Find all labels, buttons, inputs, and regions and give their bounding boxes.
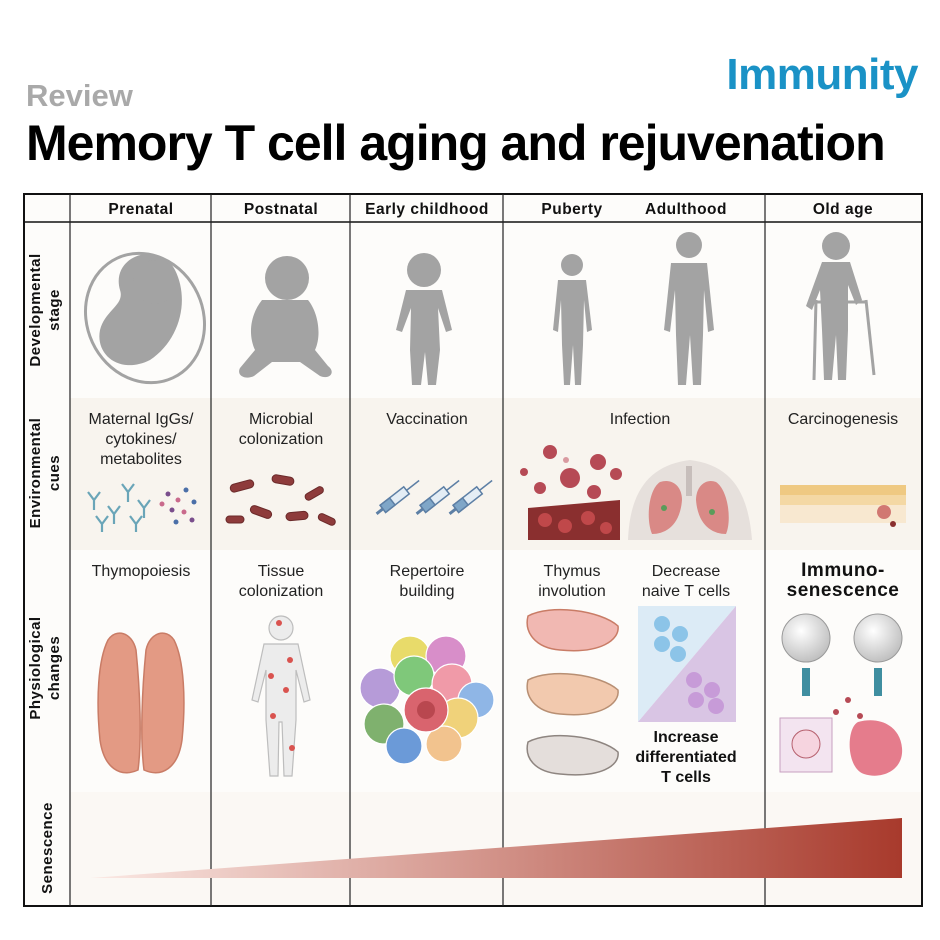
svg-text:Microbial: Microbial — [249, 411, 313, 428]
svg-text:differentiated: differentiated — [635, 749, 736, 766]
metabolite-dots — [159, 487, 197, 525]
header-postnatal: Postnatal — [244, 201, 318, 218]
virus-icons — [520, 445, 622, 499]
svg-text:building: building — [399, 583, 454, 600]
row-label-developmental: Developmental stage — [27, 253, 63, 366]
skin-tissue-icon — [780, 485, 906, 527]
header-adulthood: Adulthood — [645, 201, 727, 218]
svg-text:metabolites: metabolites — [100, 451, 182, 468]
svg-text:stage: stage — [46, 289, 63, 331]
page-title: Memory T cell aging and rejuvenation — [26, 115, 886, 171]
immunosenescence-cells — [779, 613, 903, 776]
senescence-ramp — [90, 818, 902, 878]
column-dividers — [69, 194, 766, 906]
svg-text:Tissue: Tissue — [258, 563, 305, 580]
cue-infection: Infection — [610, 411, 670, 428]
header-early-childhood: Early childhood — [365, 201, 489, 218]
row-label-environmental: Environmental cues — [27, 418, 63, 529]
tissue-dots — [268, 620, 295, 751]
svg-text:Immuno-: Immuno- — [801, 560, 885, 581]
journal-logo: Immunity — [726, 50, 918, 99]
cue-carcinogenesis: Carcinogenesis — [788, 411, 898, 428]
svg-text:Increase: Increase — [654, 729, 719, 746]
svg-text:Developmental: Developmental — [27, 253, 44, 366]
fetus-silhouette — [83, 251, 207, 385]
section-label: Review — [26, 78, 133, 113]
thymus-involution-icons — [526, 608, 619, 776]
svg-text:Thymus: Thymus — [544, 563, 601, 580]
svg-text:T cells: T cells — [661, 769, 711, 786]
change-immunosenescence: Immuno- senescence — [787, 560, 900, 601]
svg-text:cues: cues — [46, 455, 63, 491]
cue-maternal: Maternal IgGs/ cytokines/ metabolites — [89, 411, 194, 468]
svg-text:Environmental: Environmental — [27, 418, 44, 529]
change-tissue-colonization: Tissue colonization — [239, 563, 324, 600]
repertoire-cell-cluster — [359, 635, 495, 765]
header-old-age: Old age — [813, 201, 873, 218]
svg-text:involution: involution — [538, 583, 606, 600]
lungs-icon — [628, 460, 752, 540]
svg-text:naive T cells: naive T cells — [642, 583, 730, 600]
svg-text:Senescence: Senescence — [39, 802, 56, 894]
svg-text:cytokines/: cytokines/ — [105, 431, 177, 448]
syringe-icons — [375, 479, 493, 515]
change-repertoire-building: Repertoire building — [390, 563, 465, 600]
svg-text:senescence: senescence — [787, 580, 900, 601]
naive-differentiated-panel — [638, 606, 736, 722]
baby-silhouette — [239, 256, 332, 378]
svg-text:Maternal IgGs/: Maternal IgGs/ — [89, 411, 194, 428]
svg-text:changes: changes — [46, 636, 63, 700]
svg-text:Physiological: Physiological — [27, 616, 44, 719]
elderly-silhouette — [806, 232, 876, 381]
svg-text:Repertoire: Repertoire — [390, 563, 465, 580]
change-thymus-involution: Thymus involution — [538, 563, 606, 600]
antibody-icons — [87, 483, 151, 532]
teen-silhouette — [553, 254, 592, 385]
blood-vessel — [528, 500, 620, 540]
cue-vaccination: Vaccination — [386, 411, 468, 428]
svg-text:Decrease: Decrease — [652, 563, 721, 580]
toddler-silhouette — [396, 253, 452, 385]
row-label-senescence: Senescence — [39, 802, 56, 894]
change-thymopoiesis: Thymopoiesis — [92, 563, 191, 580]
header-puberty: Puberty — [541, 201, 602, 218]
adult-silhouette — [664, 232, 714, 385]
change-increase-differentiated: Increase differentiated T cells — [635, 729, 736, 786]
bacteria-icons — [225, 474, 336, 526]
svg-text:colonization: colonization — [239, 583, 324, 600]
cue-microbial: Microbial colonization — [239, 411, 324, 448]
thymus-organ-icon — [97, 632, 185, 774]
human-body-icon — [251, 615, 311, 777]
grid-frame — [23, 193, 923, 907]
environmental-row-bg — [70, 398, 922, 550]
change-decrease-naive: Decrease naive T cells — [642, 563, 730, 600]
header-prenatal: Prenatal — [108, 201, 173, 218]
svg-text:colonization: colonization — [239, 431, 324, 448]
row-label-physiological: Physiological changes — [27, 616, 63, 719]
